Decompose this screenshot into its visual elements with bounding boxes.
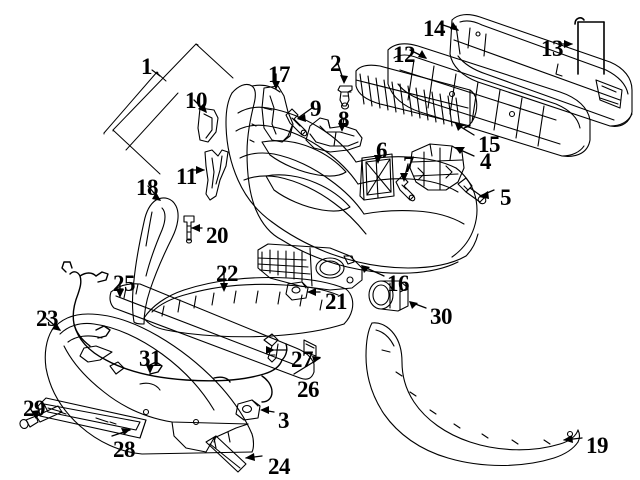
callout-8[interactable]: 8 xyxy=(338,107,350,132)
callout-30[interactable]: 30 xyxy=(430,304,453,329)
part-13-u-clip xyxy=(574,17,605,75)
callout-1[interactable]: 1 xyxy=(141,54,153,79)
callout-3[interactable]: 3 xyxy=(278,408,290,433)
callout-26[interactable]: 26 xyxy=(297,377,320,402)
part-14-reinforcement-beam xyxy=(449,14,633,127)
callout-25[interactable]: 25 xyxy=(113,271,136,296)
part-29-screw xyxy=(19,405,63,429)
part-11-corner-bracket xyxy=(204,149,229,201)
part-17-corner-filler xyxy=(261,85,294,143)
callout-28[interactable]: 28 xyxy=(113,437,136,462)
part-8-air-duct xyxy=(305,117,363,153)
callout-20[interactable]: 20 xyxy=(206,223,229,248)
part-30-parking-sensor xyxy=(368,280,409,312)
callout-14[interactable]: 14 xyxy=(423,16,446,41)
callout-15[interactable]: 15 xyxy=(478,132,501,157)
callout-2[interactable]: 2 xyxy=(330,51,342,76)
callout-27[interactable]: 27 xyxy=(291,347,314,372)
callout-10[interactable]: 10 xyxy=(185,88,208,113)
part-12-energy-absorber xyxy=(355,64,478,129)
part-3-clip-nut xyxy=(235,399,261,421)
part-4-mounting-bracket xyxy=(409,143,465,191)
part-24-trim-endcap xyxy=(205,435,247,473)
part-9-screw xyxy=(285,108,308,137)
part-main-bumper-cover xyxy=(225,83,479,274)
callout-18[interactable]: 18 xyxy=(136,175,159,200)
callout-24[interactable]: 24 xyxy=(268,454,291,479)
callout-19[interactable]: 19 xyxy=(586,433,609,458)
part-19-lower-valance xyxy=(365,322,581,466)
part-25-upper-rail xyxy=(109,283,315,380)
callout-23[interactable]: 23 xyxy=(36,306,59,331)
callout-13[interactable]: 13 xyxy=(541,36,564,61)
callout-31[interactable]: 31 xyxy=(139,346,162,371)
callout-7[interactable]: 7 xyxy=(403,152,415,177)
callout-29[interactable]: 29 xyxy=(23,396,46,421)
callout-4[interactable]: 4 xyxy=(480,149,492,174)
part-6-clip-bracket xyxy=(359,153,395,201)
part-31-wiring-harness xyxy=(61,261,288,403)
part-2-push-pin xyxy=(337,85,353,110)
callout-12[interactable]: 12 xyxy=(393,42,416,67)
callout-9[interactable]: 9 xyxy=(310,96,322,121)
part-20-bolt xyxy=(183,215,195,244)
leader-arrowheads xyxy=(32,22,573,461)
part-16-fog-grille xyxy=(257,243,363,291)
part-10-side-filler xyxy=(197,107,219,143)
callout-6[interactable]: 6 xyxy=(376,138,388,163)
callout-5[interactable]: 5 xyxy=(500,185,512,210)
callout-21[interactable]: 21 xyxy=(325,289,348,314)
callout-11[interactable]: 11 xyxy=(176,164,197,189)
part-23-lower-deflector xyxy=(44,313,255,455)
part-15-absorber-foam xyxy=(387,43,591,157)
callout-16[interactable]: 16 xyxy=(387,271,410,296)
part-26-rail-end xyxy=(303,339,317,357)
callout-22[interactable]: 22 xyxy=(216,261,239,286)
leader-1 xyxy=(151,69,161,77)
callout-17[interactable]: 17 xyxy=(268,62,291,87)
